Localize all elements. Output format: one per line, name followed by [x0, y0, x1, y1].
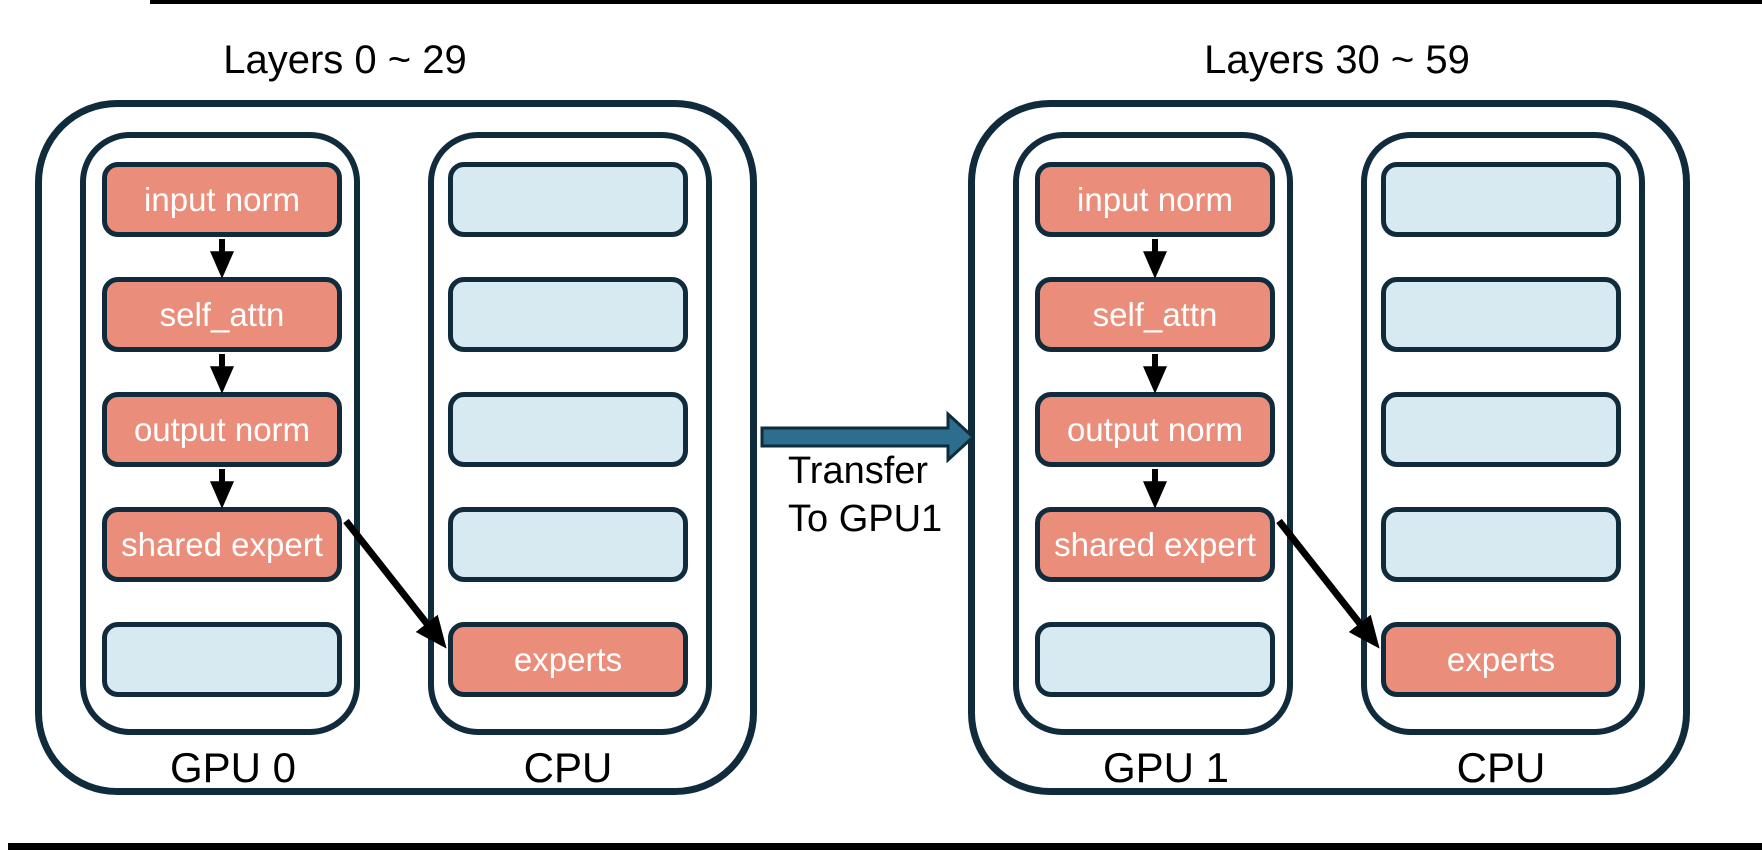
transfer-label-line2: To GPU1	[788, 498, 943, 540]
gpu1-self-attn-label: self_attn	[1092, 295, 1218, 333]
gpu1-device-label: GPU 1	[1102, 744, 1230, 791]
gpu0-input-norm-label: input norm	[144, 180, 300, 218]
transfer-label-line1: Transfer	[788, 450, 929, 492]
gpu1-shared-expert-label: shared expert	[1054, 525, 1256, 563]
bottom-border-line	[8, 843, 1762, 850]
gpu0-self-attn-box: self_attn	[102, 277, 342, 352]
cpu0-empty-box-2	[448, 277, 688, 352]
gpu1-shared-expert-box: shared expert	[1035, 507, 1275, 582]
cpu0-device-label: CPU	[523, 744, 613, 791]
top-border-line	[150, 0, 1762, 4]
cpu1-experts-label: experts	[1446, 640, 1556, 678]
gpu0-output-norm-box: output norm	[102, 392, 342, 467]
cpu0-experts-box: experts	[448, 622, 688, 697]
cpu1-experts-box: experts	[1381, 622, 1621, 697]
gpu0-input-norm-box: input norm	[102, 162, 342, 237]
cpu1-empty-box-4	[1381, 507, 1621, 582]
cpu0-experts-label: experts	[513, 640, 623, 678]
cpu1-empty-box-1	[1381, 162, 1621, 237]
gpu1-output-norm-box: output norm	[1035, 392, 1275, 467]
cpu0-empty-box-4	[448, 507, 688, 582]
gpu0-empty-box	[102, 622, 342, 697]
gpu0-self-attn-label: self_attn	[159, 295, 285, 333]
group1-title: Layers 30 ~ 59	[1204, 38, 1470, 82]
group0-title: Layers 0 ~ 29	[223, 38, 467, 82]
gpu1-empty-box	[1035, 622, 1275, 697]
cpu1-empty-box-2	[1381, 277, 1621, 352]
gpu1-self-attn-box: self_attn	[1035, 277, 1275, 352]
cpu1-empty-box-3	[1381, 392, 1621, 467]
gpu0-device-label: GPU 0	[169, 744, 297, 791]
gpu1-output-norm-label: output norm	[1066, 410, 1244, 448]
cpu0-empty-box-3	[448, 392, 688, 467]
gpu1-input-norm-label: input norm	[1077, 180, 1233, 218]
gpu0-output-norm-label: output norm	[133, 410, 311, 448]
gpu1-input-norm-box: input norm	[1035, 162, 1275, 237]
gpu0-shared-expert-label: shared expert	[121, 525, 323, 563]
cpu0-empty-box-1	[448, 162, 688, 237]
gpu0-shared-expert-box: shared expert	[102, 507, 342, 582]
cpu1-device-label: CPU	[1456, 744, 1546, 791]
